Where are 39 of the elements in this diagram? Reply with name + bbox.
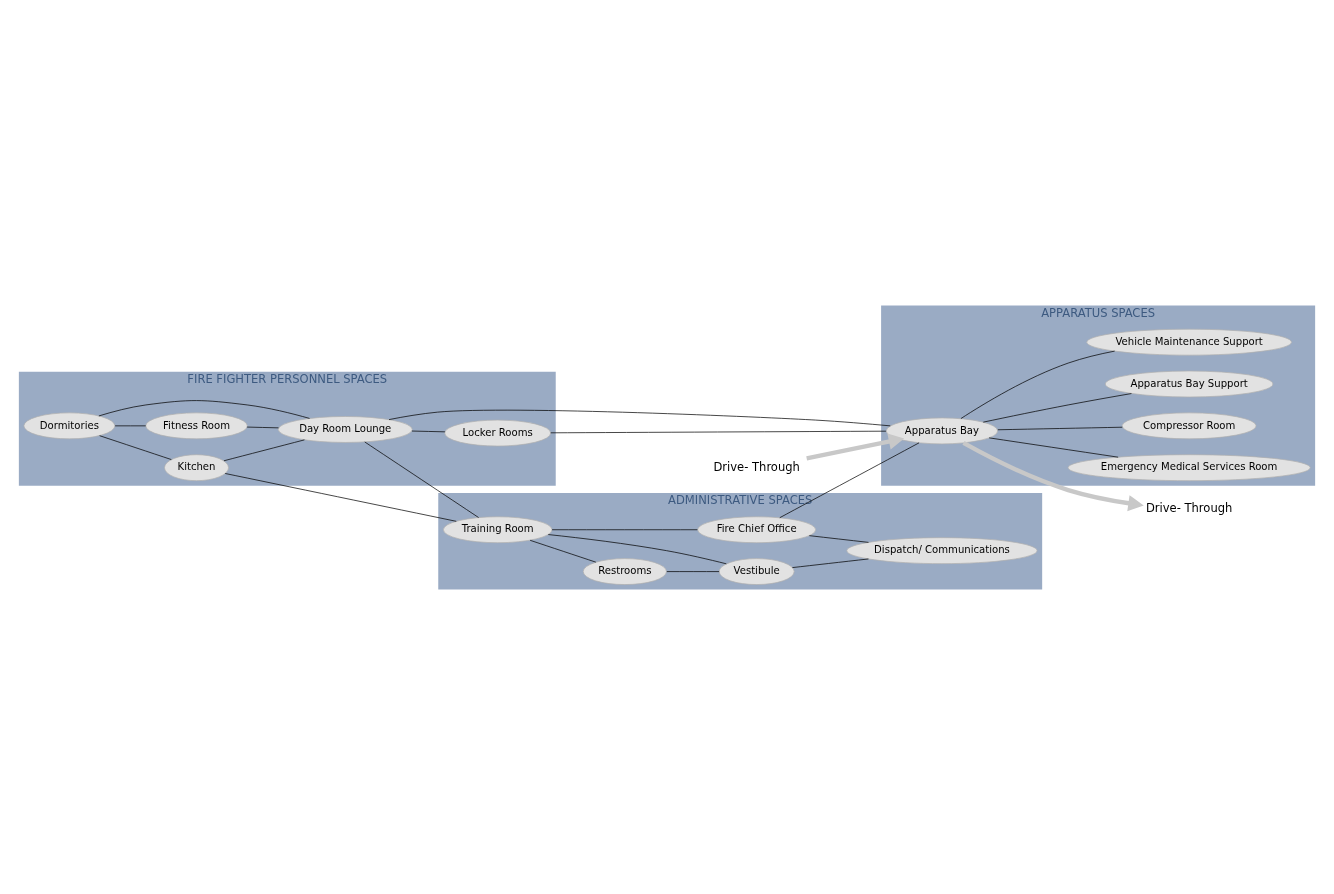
node-ellipse: Day Room Lounge	[277, 415, 413, 443]
connector	[364, 441, 479, 518]
node-ellipse: Vestibule	[718, 557, 795, 585]
node-ellipse: Kitchen	[164, 453, 229, 481]
connector	[792, 558, 869, 568]
arrow	[806, 433, 905, 460]
node-ellipse: Apparatus Bay Support	[1104, 370, 1274, 397]
node-ellipse: Emergency Medical Services Room	[1067, 453, 1311, 481]
node-text: Drive- Through	[713, 459, 800, 474]
connector	[99, 434, 172, 460]
connector	[551, 528, 698, 530]
connector	[246, 426, 279, 428]
connector	[666, 570, 720, 572]
connector	[982, 392, 1132, 423]
connector	[997, 426, 1123, 430]
node-ellipse: Fire Chief Office	[697, 515, 817, 543]
node-ellipse: Training Room	[443, 515, 553, 543]
node-ellipse: Compressor Room	[1121, 412, 1257, 439]
node-text: Drive- Through	[1145, 500, 1233, 515]
node-ellipse: Apparatus Bay	[885, 417, 998, 444]
connector	[550, 430, 887, 433]
node-ellipse: Fitness Room	[145, 412, 248, 439]
arrow	[962, 440, 1144, 511]
connector	[224, 472, 457, 522]
node-ellipse: Dispatch/ Communications	[846, 536, 1038, 564]
connector	[547, 533, 727, 564]
connector	[388, 409, 891, 426]
node-ellipse: Vehicle Maintenance Support	[1086, 328, 1292, 356]
node-ellipse: Dormitories	[23, 412, 116, 439]
connector	[223, 439, 305, 461]
node-ellipse: Locker Rooms	[444, 419, 551, 446]
connector	[960, 350, 1115, 419]
connector	[98, 399, 310, 419]
connector	[808, 534, 869, 543]
connector	[988, 437, 1119, 458]
connector	[779, 442, 920, 518]
connector	[411, 430, 446, 432]
node-ellipse: Restrooms	[582, 557, 667, 585]
connector	[529, 539, 597, 563]
